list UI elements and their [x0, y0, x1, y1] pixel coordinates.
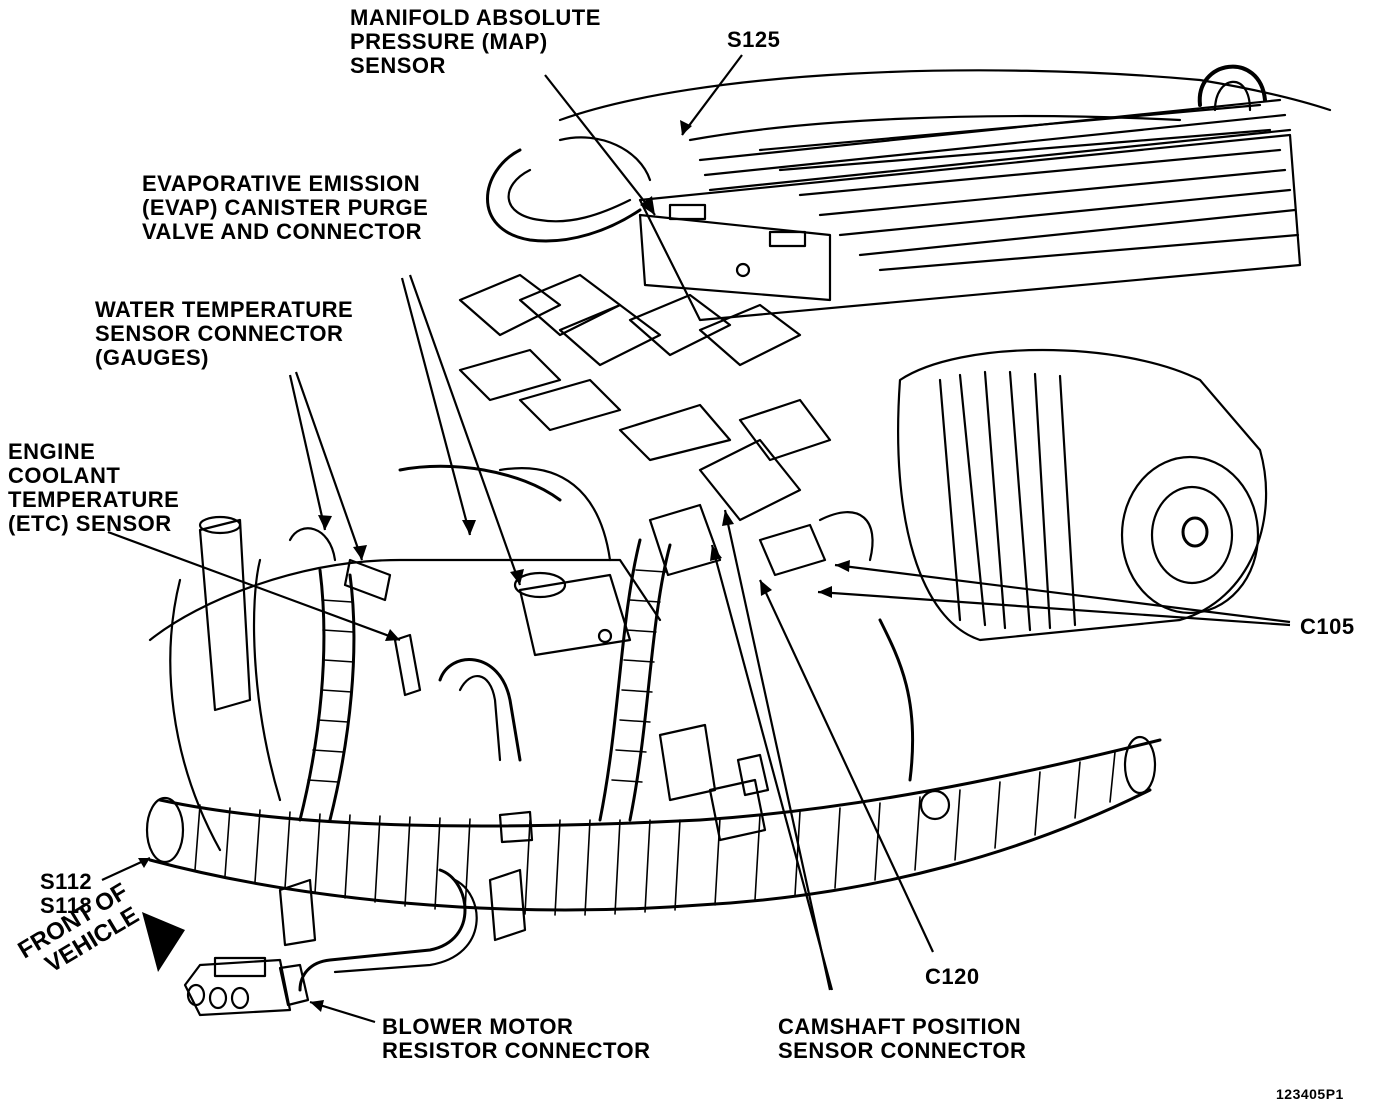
label-blower-motor: BLOWER MOTOR RESISTOR CONNECTOR [382, 1014, 651, 1063]
leader-camshaft-1 [723, 509, 832, 991]
label-camshaft: CAMSHAFT POSITION SENSOR CONNECTOR [778, 1014, 1027, 1063]
leader-c105-1 [834, 563, 1291, 624]
label-evap: EVAPORATIVE EMISSION (EVAP) CANISTER PUR… [142, 171, 429, 244]
front-direction-arrow [142, 912, 185, 972]
label-water-temp: WATER TEMPERATURE SENSOR CONNECTOR (GAUG… [95, 297, 354, 370]
figure-id: 123405P1 [1276, 1086, 1344, 1102]
leader-ect [107, 530, 401, 642]
leader-evap-1 [400, 277, 472, 536]
label-s112-s118: S112 S118 [40, 869, 93, 918]
leader-s125 [681, 54, 743, 136]
label-c120: C120 [925, 964, 980, 989]
leader-water-1 [288, 374, 327, 531]
label-c105: C105 [1300, 614, 1355, 639]
leader-map [544, 74, 656, 216]
leader-c120 [759, 579, 934, 953]
leader-c105-2 [817, 590, 1291, 627]
label-s125: S125 [727, 27, 781, 52]
label-ect-sensor: ENGINE COOLANT TEMPERATURE (ETC) SENSOR [8, 439, 180, 536]
leader-camshaft-2 [710, 544, 834, 991]
label-map-sensor: MANIFOLD ABSOLUTE PRESSURE (MAP) SENSOR [350, 5, 601, 78]
leader-lines [101, 54, 1291, 1024]
leader-water-2 [294, 371, 364, 561]
leader-evap-2 [408, 274, 522, 586]
